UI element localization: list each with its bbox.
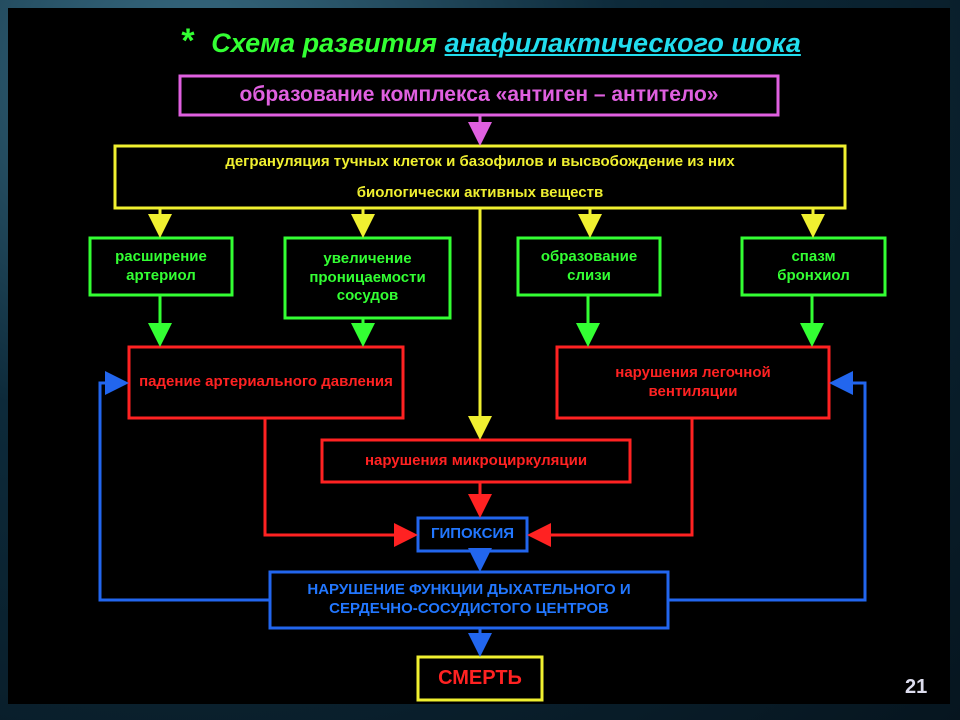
death-label: СМЕРТЬ [438,667,522,689]
asterisk-icon: * [180,22,194,60]
death-box [416,655,544,702]
ventilation-label: нарушения легочной вентиляции [615,363,771,400]
arterioles-label: расширение артериол [115,247,207,284]
hypoxia-label: ГИПОКСИЯ [430,525,515,543]
slide-title: * Схема развития анафилактического шока [180,22,801,61]
permeability-label: увеличение проницаемости сосудов [309,249,426,305]
microcirculation-label: нарушения микроциркуляции [364,451,588,469]
page-number: 21 [905,676,928,698]
mucus-label: образование слизи [540,247,638,284]
degranulation-label-2: биологически активных веществ [356,183,604,201]
complex-label: образование комплекса «антиген – антител… [239,83,719,107]
permeability-box [283,236,452,320]
microcirculation-box [320,438,632,484]
title-link[interactable]: анафилактического шока [444,28,801,58]
centers-label: НАРУШЕНИЕ ФУНКЦИИ ДЫХАТЕЛЬНОГО И СЕРДЕЧН… [307,581,631,617]
title-part1: Схема развития [211,28,438,58]
degranulation-label-1: дегрануляция тучных клеток и базофилов и… [225,152,735,170]
pressure-label: падение артериального давления [139,373,393,391]
bronchospasm-label: спазм бронхиол [777,247,850,284]
